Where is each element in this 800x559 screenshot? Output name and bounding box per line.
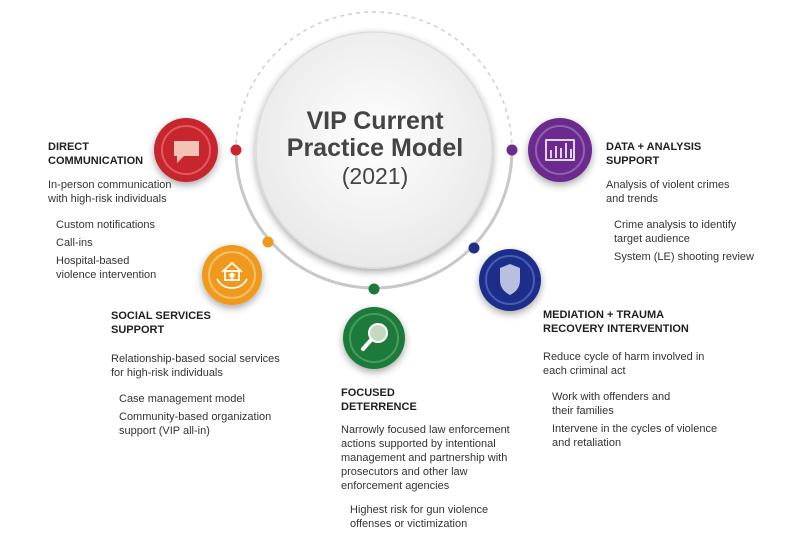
orbit-dot-focused [368,283,380,295]
data-bullet: Crime analysis to identify target audien… [614,219,737,245]
focused-bullet: Highest risk for gun violence offenses o… [350,504,489,530]
center-title-line3: (2021) [341,163,409,189]
direct-bullet: Call-ins [56,237,93,249]
data-description: Analysis of violent crimes and trends [606,179,730,205]
data-bullets: Crime analysis to identify target audien… [614,218,754,268]
speech-bubble-icon [174,141,199,163]
data-badge [528,118,592,182]
mediation-bullet: Intervene in the cycles of violence and … [552,423,718,449]
social-bullets: Case management model Community-based or… [119,392,271,442]
mediation-bullet: Work with offenders and their families [552,391,671,417]
direct-bullet: Custom notifications [56,219,156,231]
mediation-heading: MEDIATION + TRAUMA RECOVERY INTERVENTION [543,309,689,335]
focused-heading: FOCUSED DETERRENCE [341,387,417,413]
center-title: VIP Current Practice Model (2021) [285,108,465,189]
orbit-dot-data [506,144,518,156]
social-bullet: Case management model [119,393,245,405]
social-bullet: Community-based organization support (VI… [119,411,272,437]
social-description: Relationship-based social services for h… [111,353,280,379]
mediation-description: Reduce cycle of harm involved in each cr… [543,351,705,377]
bar-chart-icon [545,139,575,161]
focused-bullets: Highest risk for gun violence offenses o… [350,503,488,535]
orbit-dot-mediation [468,242,480,254]
center-title-line2: Practice Model [286,134,464,162]
direct-heading: DIRECT COMMUNICATION [48,141,144,167]
direct-bullets: Custom notifications Call-ins Hospital-b… [56,218,156,286]
house-in-hands-icon [216,261,248,289]
center-circle [255,31,493,269]
focused-description: Narrowly focused law enforcement actions… [341,424,510,492]
mediation-bullets: Work with offenders and their families I… [552,390,717,454]
data-bullet: System (LE) shooting review [614,251,754,263]
orbit-dot-social [262,236,274,248]
social-heading: SOCIAL SERVICES SUPPORT [111,310,211,336]
center-title-line1: VIP Current [306,107,444,135]
direct-bullet: Hospital-based violence intervention [56,255,157,281]
orbit-dot-direct [230,144,242,156]
direct-description: In-person communication with high-risk i… [48,179,172,205]
magnifying-glass-icon [361,323,388,351]
data-heading: DATA + ANALYSIS SUPPORT [606,141,702,167]
shield-icon [500,264,520,295]
